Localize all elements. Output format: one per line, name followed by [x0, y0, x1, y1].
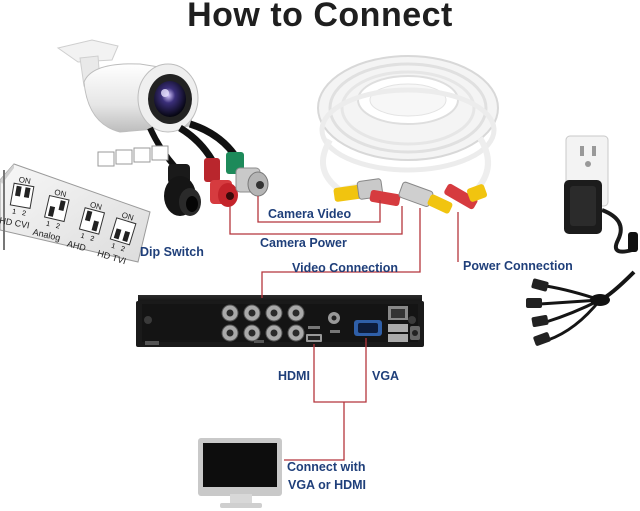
- page-title: How to Connect: [187, 0, 453, 34]
- dip-pos-2: 2: [55, 223, 60, 231]
- dip-lever-1: [47, 205, 56, 217]
- dip-switch-chips: [97, 145, 169, 167]
- bnc-video-ports: [221, 304, 305, 342]
- dip-lever-2: [58, 200, 66, 212]
- bnc-port-core: [270, 309, 278, 317]
- bnc-port-core: [248, 309, 256, 317]
- dip-on-text: ON: [89, 200, 103, 212]
- dip-lever-1: [15, 185, 22, 197]
- label-camera-video: Camera Video: [268, 207, 352, 221]
- dip-lever-2: [91, 220, 99, 232]
- bnc-port-core: [292, 329, 300, 337]
- label-power-connection: Power Connection: [463, 259, 573, 273]
- power-connector: [204, 158, 238, 207]
- bnc-port-core: [226, 309, 234, 317]
- dip-switch-box: [78, 207, 106, 235]
- label-connect-line1: Connect with: [287, 460, 366, 474]
- label-camera-power: Camera Power: [260, 236, 347, 250]
- dip-switch-box: [43, 194, 70, 223]
- dip-mode-label: HD CVI: [0, 215, 30, 230]
- monitor: [198, 438, 282, 508]
- dip-pos-1: 1: [12, 208, 17, 216]
- dip-on-text: ON: [18, 175, 32, 186]
- dip-on-text: ON: [121, 210, 135, 222]
- video-connector: [226, 152, 269, 197]
- cable-coil: [317, 55, 499, 199]
- bullet-camera: [56, 39, 199, 133]
- power-splitter: [526, 270, 636, 346]
- dip-lever-2: [23, 187, 31, 199]
- dip-lever-2: [122, 230, 131, 242]
- bnc-port-core: [226, 329, 234, 337]
- dip-pos-1: 1: [45, 221, 50, 229]
- label-dip-switch: Dip Switch: [140, 245, 204, 259]
- label-vga: VGA: [372, 369, 400, 383]
- dip-pos-1: 1: [110, 243, 116, 251]
- dip-pos-2: 2: [21, 210, 26, 218]
- dip-switch-connector: [164, 164, 201, 216]
- dip-pos-2: 2: [89, 235, 95, 243]
- dip-switch-box: [9, 182, 35, 209]
- dip-pos-2: 2: [120, 246, 126, 254]
- dip-mode-label: AHD: [66, 239, 87, 254]
- bnc-port-core: [292, 309, 300, 317]
- dvr-recorder: [136, 295, 424, 347]
- connector-lines: [229, 196, 459, 461]
- bnc-port-core: [248, 329, 256, 337]
- label-connect-line2: VGA or HDMI: [288, 478, 367, 492]
- bnc-port-core: [270, 329, 278, 337]
- dip-lever-1: [113, 228, 122, 240]
- label-video-connection: Video Connection: [292, 261, 399, 275]
- label-hdmi: HDMI: [278, 369, 310, 383]
- power-adapter: [564, 180, 638, 254]
- dip-lever-1: [84, 210, 93, 222]
- coil-connectors: [333, 178, 488, 214]
- dip-pos-1: 1: [80, 233, 86, 241]
- dip-on-text: ON: [53, 188, 67, 200]
